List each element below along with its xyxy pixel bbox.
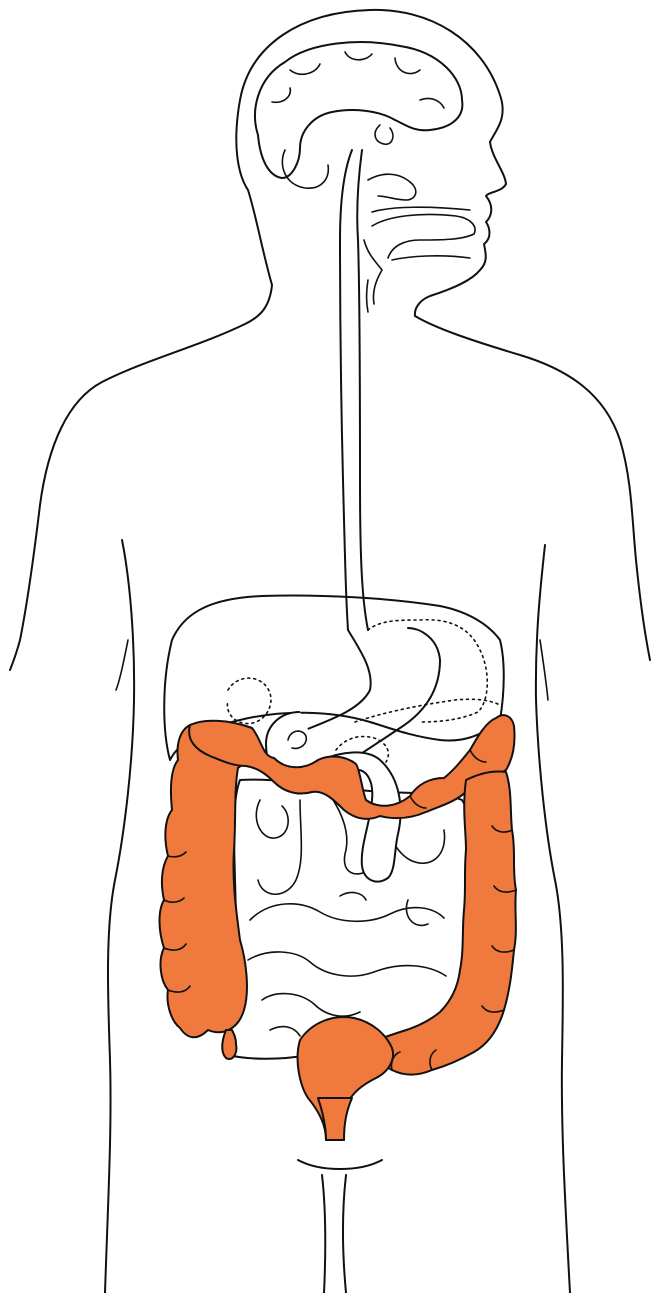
left-arm-inner-line [116, 640, 128, 690]
brain-fold-2 [345, 52, 372, 60]
brain [255, 42, 462, 188]
left-shoulder-outline [10, 285, 272, 670]
brain-outline [255, 42, 462, 178]
brain-fold-5 [420, 98, 444, 108]
left-leg-inner [322, 1175, 325, 1293]
lower-jaw [392, 256, 470, 260]
left-torso-outline [105, 540, 134, 1293]
right-torso-outline [536, 545, 570, 1293]
tongue [372, 214, 475, 258]
right-arm-inner-line [540, 640, 548, 700]
brain-fold-4 [272, 88, 290, 102]
esophagus-left-wall [340, 150, 352, 630]
oral-nasal-cavity [368, 174, 475, 260]
crotch-outline [298, 1160, 382, 1169]
esophagus [340, 150, 382, 630]
gallbladder [227, 678, 271, 723]
cerebellum [282, 150, 328, 188]
rectum [318, 1098, 352, 1140]
appendix [222, 1030, 236, 1059]
right-leg-inner [343, 1175, 346, 1293]
nasal-passage [368, 174, 416, 200]
brain-fold-1 [290, 64, 320, 74]
esophagus-right-wall [357, 150, 368, 630]
brain-fold-3 [395, 58, 420, 74]
pituitary [375, 125, 393, 144]
trachea-line [367, 280, 369, 312]
palate [372, 207, 470, 212]
